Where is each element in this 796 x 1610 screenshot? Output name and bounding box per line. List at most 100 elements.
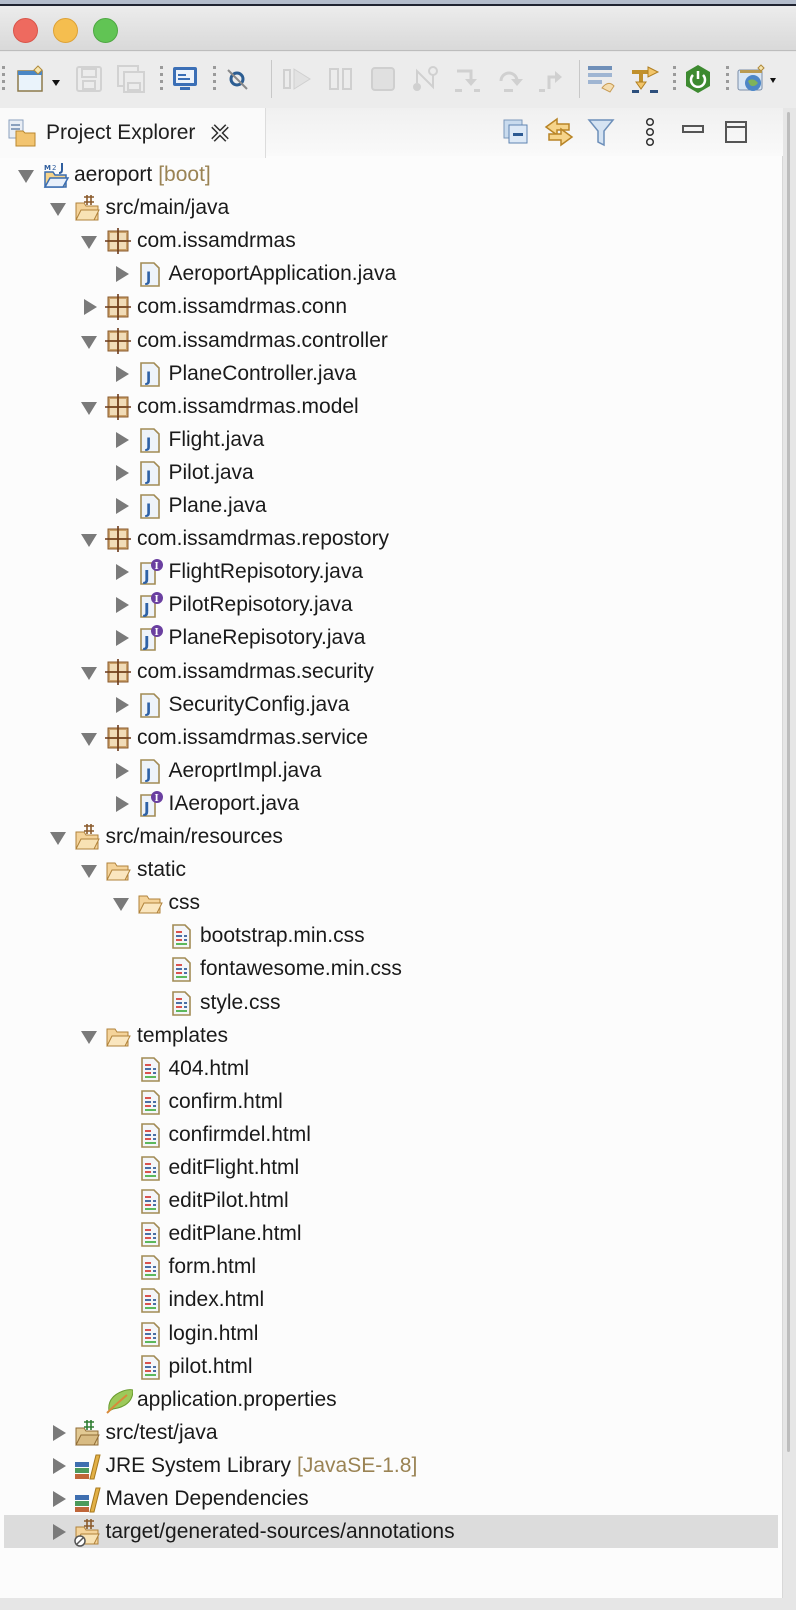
collapse-toggle-icon[interactable] [112, 895, 129, 912]
scrollbar-thumb[interactable] [787, 112, 790, 1452]
toolbar-grip[interactable] [673, 66, 676, 94]
expand-toggle-icon[interactable] [113, 365, 129, 382]
expand-toggle-icon[interactable] [50, 1424, 66, 1441]
link-with-editor-button[interactable] [543, 116, 575, 148]
collapse-toggle-icon[interactable] [81, 862, 97, 879]
tree-item[interactable]: Maven Dependencies [4, 1482, 778, 1515]
tree-item[interactable]: style.css [4, 986, 778, 1019]
tree-item[interactable]: com.issamdrmas.model [4, 390, 778, 423]
expand-toggle-icon[interactable] [113, 564, 129, 581]
close-view-icon[interactable] [209, 122, 231, 144]
spring-boot-dashboard-button[interactable] [683, 64, 713, 94]
tree-item[interactable]: com.issamdrmas.security [4, 655, 778, 688]
tree-item[interactable]: confirmdel.html [4, 1118, 778, 1151]
toolbar-grip[interactable] [726, 66, 729, 94]
expand-toggle-icon[interactable] [113, 266, 129, 283]
tree-item[interactable]: confirm.html [4, 1085, 778, 1118]
tree-item[interactable]: src/test/java [4, 1416, 778, 1449]
collapse-toggle-icon[interactable] [49, 829, 66, 845]
tree-item[interactable]: JRE System Library[JavaSE-1.8] [4, 1449, 778, 1482]
tree-item[interactable]: editFlight.html [4, 1151, 778, 1184]
tree-item[interactable]: com.issamdrmas.controller [4, 324, 778, 357]
collapse-toggle-icon[interactable] [81, 730, 97, 746]
expand-toggle-icon[interactable] [113, 696, 129, 713]
collapse-toggle-icon[interactable] [81, 1028, 97, 1044]
step-over-button[interactable] [494, 64, 524, 94]
collapse-toggle-icon[interactable] [81, 399, 97, 415]
tree-item[interactable]: login.html [4, 1317, 778, 1350]
tree-item[interactable]: css [4, 886, 778, 919]
tree-item[interactable]: editPlane.html [4, 1217, 778, 1250]
window-close-button[interactable] [13, 18, 38, 43]
tree-item[interactable]: com.issamdrmas.conn [4, 290, 778, 323]
disconnect-button[interactable] [410, 64, 440, 94]
collapse-toggle-icon[interactable] [49, 200, 66, 217]
tree-item[interactable]: target/generated-sources/annotations [4, 1515, 778, 1549]
vertical-scrollbar[interactable] [784, 108, 796, 1601]
open-console-button[interactable] [170, 64, 200, 94]
tree-item[interactable]: templates [4, 1019, 778, 1052]
window-minimize-button[interactable] [53, 18, 78, 43]
view-menu-button[interactable] [634, 116, 666, 148]
tree-item[interactable]: 404.html [4, 1052, 778, 1085]
expand-toggle-icon[interactable] [50, 1457, 66, 1474]
skip-breakpoints-button[interactable] [222, 64, 252, 94]
tree-item[interactable]: com.issamdrmas.repostory [4, 522, 778, 555]
toolbar-grip[interactable] [213, 66, 216, 94]
tree-item[interactable]: pilot.html [4, 1350, 778, 1383]
tree-item[interactable]: com.issamdrmas.service [4, 721, 778, 754]
tree-item[interactable]: static [4, 853, 778, 886]
tree-item[interactable]: index.html [4, 1283, 778, 1316]
drop-to-frame-button[interactable] [586, 64, 616, 94]
collapse-all-button[interactable] [500, 116, 532, 148]
toolbar-grip[interactable] [2, 66, 5, 94]
expand-toggle-icon[interactable] [113, 597, 129, 614]
save-all-button[interactable] [116, 64, 146, 94]
tree-item[interactable]: src/main/java [4, 191, 778, 224]
collapse-toggle-icon[interactable] [81, 233, 97, 250]
resume-button[interactable] [282, 64, 312, 94]
expand-toggle-icon[interactable] [113, 498, 129, 514]
tree-item[interactable]: bootstrap.min.css [4, 919, 778, 952]
collapse-toggle-icon[interactable] [81, 531, 97, 548]
maximize-view-button[interactable] [720, 116, 752, 148]
tree-item[interactable]: application.properties [4, 1383, 778, 1416]
view-tab-project-explorer[interactable]: Project Explorer [0, 108, 266, 158]
minimize-view-button[interactable] [677, 116, 709, 148]
expand-toggle-icon[interactable] [113, 464, 129, 481]
expand-toggle-icon[interactable] [50, 1491, 66, 1507]
filter-button[interactable] [585, 116, 617, 148]
expand-toggle-icon[interactable] [113, 762, 129, 779]
toolbar-grip[interactable] [160, 66, 163, 94]
save-button[interactable] [74, 64, 104, 94]
window-zoom-button[interactable] [93, 18, 118, 43]
expand-toggle-icon[interactable] [113, 795, 129, 812]
expand-toggle-icon[interactable] [81, 299, 97, 316]
tree-item[interactable]: editPilot.html [4, 1184, 778, 1217]
collapse-toggle-icon[interactable] [81, 664, 97, 680]
terminate-button[interactable] [368, 64, 398, 94]
suspend-button[interactable] [326, 64, 356, 94]
expand-toggle-icon[interactable] [50, 1524, 66, 1541]
step-return-button[interactable] [536, 64, 566, 94]
expand-toggle-icon[interactable] [113, 431, 129, 448]
collapse-toggle-icon[interactable] [18, 167, 34, 183]
new-wizard-button[interactable] [14, 64, 62, 94]
expand-toggle-icon[interactable] [113, 630, 129, 647]
tree-item[interactable]: com.issamdrmas [4, 224, 778, 257]
use-step-filters-button[interactable] [630, 64, 660, 94]
tree-item[interactable]: form.html [4, 1250, 778, 1283]
tree-item[interactable]: src/main/resources [4, 820, 778, 853]
collapse-toggle-icon[interactable] [81, 333, 97, 349]
